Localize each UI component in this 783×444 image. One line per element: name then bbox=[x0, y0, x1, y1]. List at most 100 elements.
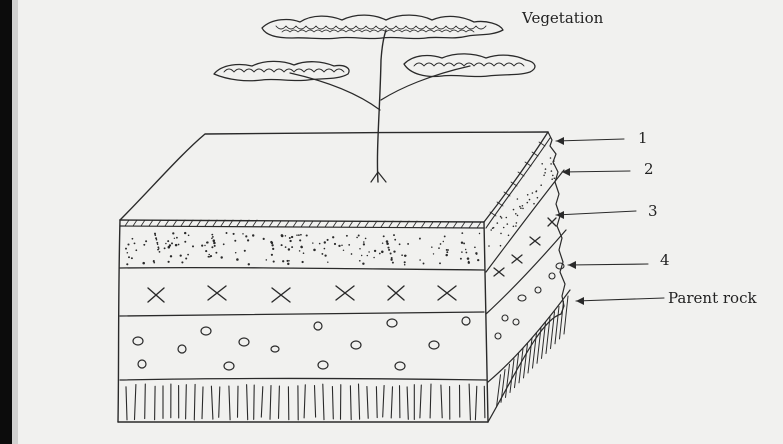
canopy-top-texture bbox=[276, 26, 486, 29]
soil-dot bbox=[513, 209, 515, 211]
soil-dot bbox=[379, 253, 381, 255]
layer2-bottom-line bbox=[120, 268, 484, 270]
soil-dot bbox=[266, 259, 268, 261]
front-left-edge bbox=[118, 220, 120, 422]
soil-dot bbox=[285, 235, 286, 236]
soil-dot bbox=[164, 247, 166, 249]
soil-dot bbox=[404, 255, 406, 257]
arrow-1-head bbox=[556, 137, 564, 145]
soil-dot bbox=[289, 240, 291, 242]
top-surface-right-edge bbox=[484, 132, 548, 222]
rock-stroke bbox=[145, 384, 146, 419]
rock-stroke bbox=[270, 386, 271, 420]
soil-dot bbox=[214, 245, 216, 247]
soil-dot bbox=[234, 240, 236, 242]
soil-dot bbox=[220, 256, 222, 258]
soil-dot bbox=[461, 232, 463, 234]
soil-dot bbox=[157, 244, 159, 246]
soil-dot bbox=[500, 233, 502, 235]
soil-dot bbox=[537, 197, 539, 199]
soil-dot bbox=[324, 241, 326, 243]
label-vegetation: Vegetation bbox=[521, 9, 604, 27]
soil-dot bbox=[515, 225, 517, 227]
soil-dot bbox=[348, 244, 350, 246]
rock-stroke bbox=[506, 364, 510, 397]
rock-stroke bbox=[430, 384, 431, 418]
soil-dot bbox=[506, 217, 508, 219]
soil-dot bbox=[158, 248, 159, 249]
soil-dot bbox=[368, 251, 369, 252]
soil-dot bbox=[252, 234, 254, 236]
photo-edge-shadow bbox=[12, 0, 18, 444]
soil-dot bbox=[444, 235, 446, 237]
soil-dot bbox=[176, 237, 178, 239]
soil-dot bbox=[390, 259, 392, 261]
soil-dot bbox=[386, 243, 389, 246]
soil-dot bbox=[503, 227, 505, 229]
arrow-3-line bbox=[556, 211, 636, 215]
soil-dot bbox=[419, 238, 421, 240]
side-layer4-pebbles bbox=[495, 263, 564, 339]
rock-stroke bbox=[515, 354, 519, 388]
soil-dot bbox=[460, 258, 462, 260]
soil-dot bbox=[291, 236, 293, 238]
arrow-2-line bbox=[562, 171, 630, 172]
soil-dot bbox=[433, 253, 434, 254]
soil-dot bbox=[363, 243, 365, 245]
arrow-2-head bbox=[562, 168, 570, 176]
rock-stroke bbox=[186, 385, 187, 419]
soil-dot bbox=[488, 245, 490, 247]
soil-dot bbox=[351, 253, 353, 255]
soil-dot bbox=[533, 203, 535, 205]
soil-dot bbox=[154, 233, 156, 235]
soil-dot bbox=[332, 236, 334, 238]
soil-dot bbox=[479, 233, 480, 234]
soil-dot bbox=[288, 260, 290, 262]
soil-dot bbox=[393, 234, 395, 236]
soil-dot bbox=[501, 217, 503, 219]
soil-dot bbox=[497, 222, 499, 224]
rock-stroke bbox=[383, 386, 384, 418]
soil-dot bbox=[527, 202, 529, 204]
soil-dot bbox=[172, 232, 174, 234]
soil-dot bbox=[247, 239, 249, 241]
soil-dot bbox=[461, 251, 463, 253]
tree-branch-left bbox=[290, 73, 380, 110]
canopy-right-texture bbox=[414, 63, 524, 66]
soil-dot bbox=[393, 250, 395, 252]
soil-dot bbox=[476, 253, 478, 255]
soil-dot bbox=[273, 261, 275, 263]
rock-stroke bbox=[126, 387, 127, 420]
soil-dot bbox=[303, 252, 305, 254]
soil-dot bbox=[210, 255, 212, 257]
rock-stroke bbox=[501, 370, 505, 403]
soil-dot bbox=[299, 250, 301, 252]
layer2-dots bbox=[125, 232, 480, 266]
soil-dot bbox=[208, 256, 210, 258]
rock-stroke bbox=[261, 387, 263, 417]
soil-dot bbox=[178, 244, 180, 246]
soil-dot bbox=[226, 232, 228, 234]
soil-dot bbox=[468, 261, 470, 263]
tree-branch-right bbox=[381, 66, 470, 100]
soil-dot bbox=[125, 248, 127, 250]
soil-dot bbox=[535, 191, 537, 193]
soil-dot bbox=[170, 255, 172, 257]
soil-dot bbox=[187, 254, 189, 256]
soil-dot bbox=[439, 262, 441, 264]
tree-drawing bbox=[214, 15, 535, 182]
soil-dot bbox=[551, 178, 553, 180]
soil-dot bbox=[204, 245, 205, 246]
soil-dot bbox=[301, 246, 303, 248]
soil-dot bbox=[447, 249, 449, 251]
soil-dot bbox=[327, 261, 328, 262]
soil-dot bbox=[520, 207, 522, 209]
rock-stroke bbox=[194, 384, 195, 420]
soil-dot bbox=[175, 244, 178, 247]
rock-stroke bbox=[323, 384, 324, 420]
layer4-bottom-line bbox=[120, 379, 486, 381]
soil-dot bbox=[159, 251, 161, 253]
soil-dot bbox=[500, 216, 502, 218]
soil-dot bbox=[541, 163, 543, 165]
